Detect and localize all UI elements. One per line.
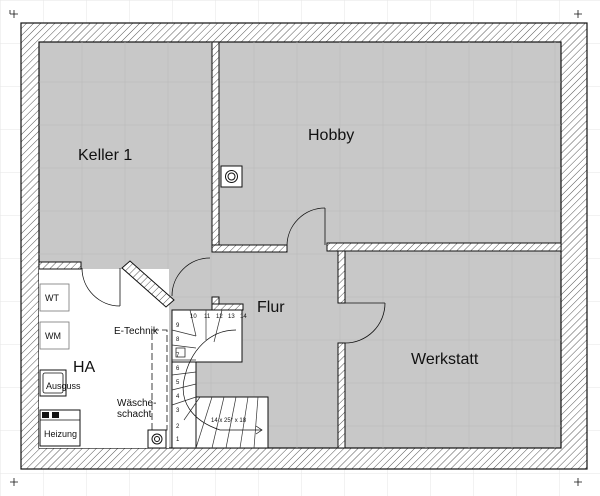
stair-step-11: 11 bbox=[204, 314, 211, 320]
fixture-ausguss: Ausguss bbox=[39, 369, 81, 397]
corner-marker-icon bbox=[9, 10, 582, 486]
stair-step-13: 13 bbox=[228, 314, 235, 320]
stair-step-numbers: 1 2 3 4 5 6 7 8 9 10 11 12 13 14 bbox=[176, 314, 247, 443]
stair-step-7: 7 bbox=[176, 353, 180, 359]
stair-step-6: 6 bbox=[176, 366, 180, 372]
room-label-hobby: Hobby bbox=[308, 127, 354, 144]
stair-step-5: 5 bbox=[176, 380, 180, 386]
staircase bbox=[171, 309, 269, 449]
stair-step-3: 3 bbox=[176, 408, 180, 414]
door-swings bbox=[81, 207, 386, 344]
fixture-wt-label: WT bbox=[45, 293, 59, 303]
label-waesche-line1: Wäsche- bbox=[117, 398, 156, 409]
room-label-ha: HA bbox=[73, 359, 96, 376]
stair-step-2: 2 bbox=[176, 424, 180, 430]
stair-step-14: 14 bbox=[240, 314, 247, 320]
fixture-heizung: Heizung bbox=[39, 409, 81, 447]
waesche-schacht-shaft bbox=[151, 329, 168, 431]
stair-step-9: 9 bbox=[176, 323, 180, 329]
stair-step-8: 8 bbox=[176, 337, 180, 343]
floor-grid bbox=[39, 42, 561, 448]
room-label-keller1: Keller 1 bbox=[78, 147, 132, 164]
label-e-technik: E-Technik bbox=[114, 326, 159, 337]
label-waesche-line2: schacht bbox=[117, 409, 152, 420]
interior-walls bbox=[38, 41, 562, 449]
room-label-flur: Flur bbox=[257, 299, 285, 316]
chimney-icon bbox=[220, 165, 243, 188]
chimney-icon-bottom bbox=[147, 429, 167, 449]
fixture-wm-label: WM bbox=[45, 331, 61, 341]
fixture-wm: WM bbox=[39, 321, 70, 350]
stair-step-12: 12 bbox=[216, 314, 223, 320]
stair-spec-label: 14 x 25° x 18 bbox=[211, 418, 247, 424]
stair-step-10: 10 bbox=[190, 314, 197, 320]
room-label-werkstatt: Werkstatt bbox=[411, 351, 479, 368]
fixture-ausguss-label: Ausguss bbox=[46, 381, 81, 391]
stair-step-4: 4 bbox=[176, 394, 180, 400]
stair-step-1: 1 bbox=[176, 437, 180, 443]
fixture-heizung-label: Heizung bbox=[44, 429, 77, 439]
fixture-wt: WT bbox=[39, 283, 70, 312]
